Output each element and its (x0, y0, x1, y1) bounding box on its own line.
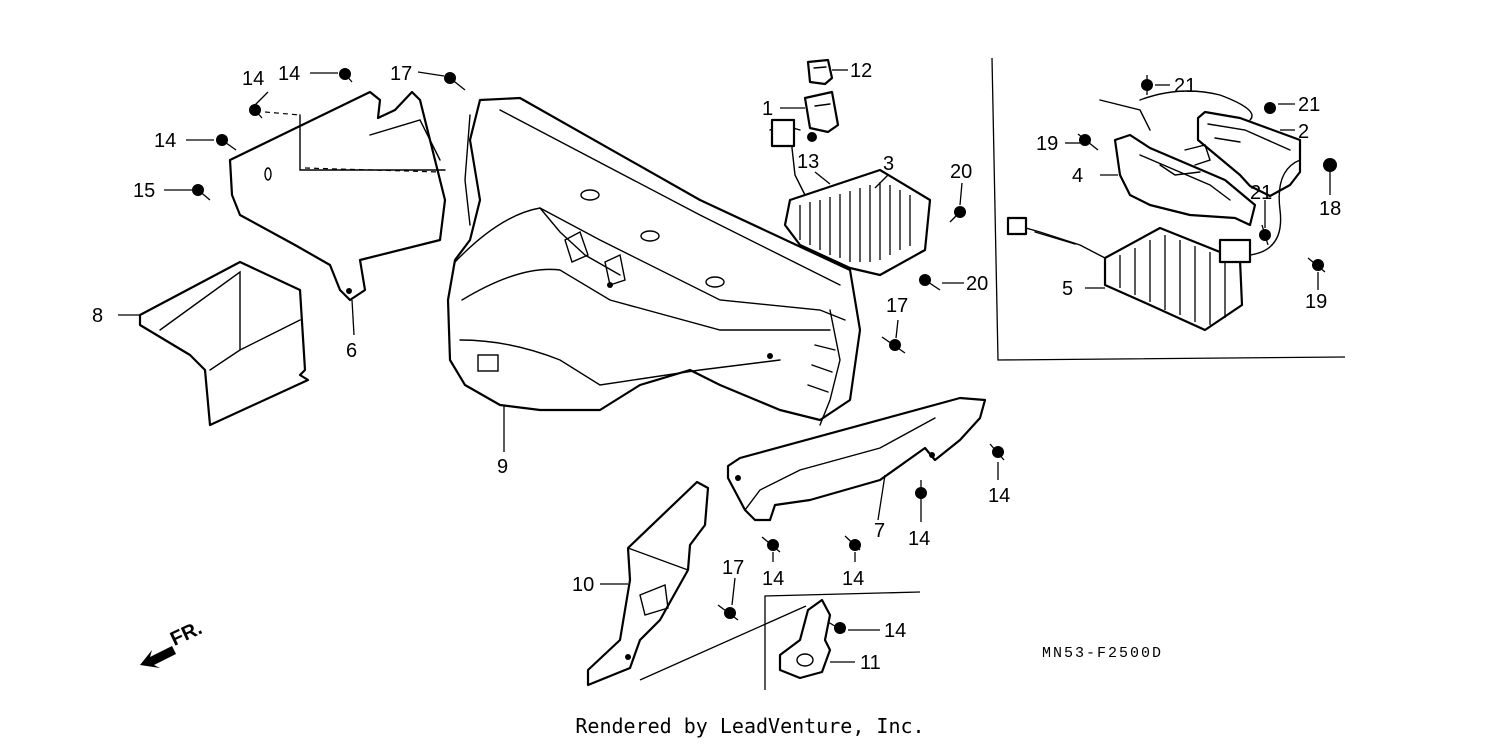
front-arrow: FR. (140, 617, 206, 668)
callout-15: 15 (133, 180, 155, 202)
bolt-14b-icon (249, 104, 263, 119)
callout-21: 21 (1174, 75, 1196, 97)
part-code: MN53-F2500D (1042, 645, 1163, 662)
bolt-14g-icon (761, 536, 781, 553)
bolt-21c-icon (1259, 224, 1271, 246)
bolt-17b-icon (881, 336, 906, 354)
callout-14: 14 (154, 130, 176, 152)
callout-20: 20 (966, 273, 988, 295)
bolt-14e-icon (915, 480, 927, 500)
callout-20: 20 (950, 161, 972, 183)
part-3-regulator (769, 118, 932, 277)
callout-14: 14 (988, 485, 1010, 507)
part-1-holder (803, 90, 840, 134)
bolt-20b-icon (919, 274, 941, 291)
callout-5: 5 (1062, 278, 1073, 300)
bolt-21b-icon (1264, 102, 1276, 114)
part-9-battery-box (446, 96, 862, 426)
callout-6: 6 (346, 340, 357, 362)
callout-2: 2 (1298, 121, 1309, 143)
callout-9: 9 (497, 456, 508, 478)
bolt-17a-icon (444, 72, 466, 91)
inset-frame-bracket (764, 591, 921, 690)
callout-17: 17 (722, 557, 744, 579)
callout-7: 7 (874, 520, 885, 542)
part-11-bracket (639, 598, 832, 681)
fasteners (192, 68, 1337, 634)
bolt-18-icon (1323, 158, 1337, 172)
callout-8: 8 (92, 305, 103, 327)
part-8-panel (138, 260, 310, 427)
footer-credit: Rendered by LeadVenture, Inc. (575, 714, 925, 738)
bolt-17c-icon (717, 604, 739, 621)
callout-18: 18 (1319, 198, 1341, 220)
callout-12: 12 (850, 60, 872, 82)
callout-labels: 14 14 14 15 17 8 6 9 1 12 13 3 20 20 17 … (92, 60, 1341, 674)
part-7-heat-shield (726, 396, 987, 522)
callout-21: 21 (1250, 182, 1272, 204)
callout-21: 21 (1298, 94, 1320, 116)
bolt-14a-icon (339, 68, 353, 83)
callout-11: 11 (860, 652, 881, 674)
bolt-20a-icon (949, 206, 966, 223)
part-4-plate (1099, 99, 1257, 227)
front-arrow-label: FR. (167, 617, 205, 651)
callout-16: 14 (884, 620, 906, 642)
bolt-15-icon (192, 184, 211, 201)
callout-14: 14 (842, 568, 864, 590)
callout-14: 14 (242, 68, 264, 90)
bolt-13-icon (807, 132, 817, 142)
callout-14: 14 (278, 63, 300, 85)
callout-3: 3 (883, 153, 894, 175)
part-10-bracket (586, 480, 710, 687)
callout-14: 14 (762, 568, 784, 590)
callout-19: 19 (1305, 291, 1327, 313)
leader-lines (118, 69, 1331, 663)
bolt-19a-icon (1077, 133, 1099, 151)
bolt-19b-icon (1307, 257, 1326, 273)
callout-14: 14 (908, 528, 930, 550)
callout-1: 1 (762, 98, 773, 120)
bolt-14f-icon (844, 535, 861, 551)
callout-17: 17 (886, 295, 908, 317)
part-2-cover (1196, 110, 1302, 198)
part-6-shield (228, 90, 447, 302)
bolt-14c-icon (216, 134, 237, 151)
bolt-16-icon (827, 621, 846, 634)
callout-10: 10 (572, 574, 594, 596)
callout-19: 19 (1036, 133, 1058, 155)
callout-4: 4 (1072, 165, 1083, 187)
callout-13: 13 (797, 151, 819, 173)
part-12-clip (806, 58, 834, 86)
bolt-21a-icon (1141, 75, 1153, 95)
part-5-regulator (1006, 90, 1301, 332)
inset-frame-regulator (991, 57, 1346, 361)
callout-17: 17 (390, 63, 412, 85)
bolt-14d-icon (989, 443, 1005, 461)
